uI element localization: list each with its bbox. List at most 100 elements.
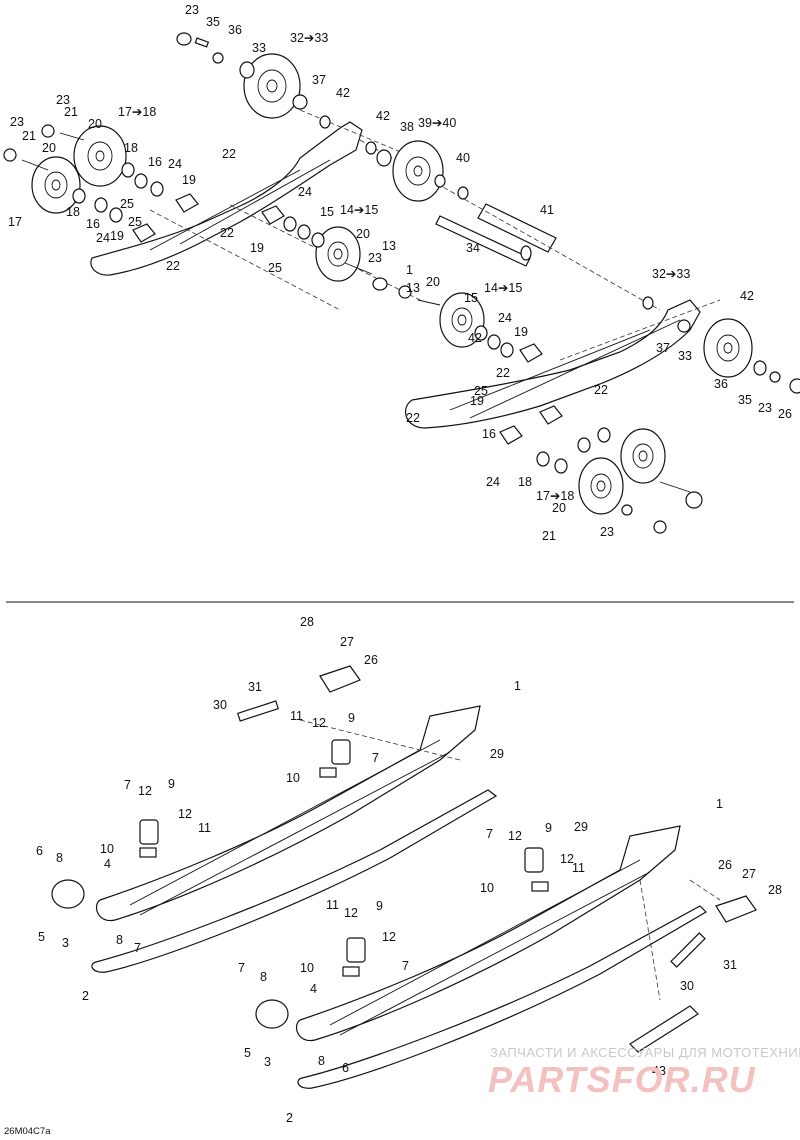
part-callout: 22 [594,383,608,397]
part-callout: 6 [36,844,43,858]
part-callout: 7 [372,751,379,765]
part-callout: 11 [290,709,303,723]
part-callout: 33 [678,349,692,363]
part-callout: 8 [56,851,63,865]
part-callout: 25 [128,215,142,229]
part-callout: 9 [545,821,552,835]
part-callout: 19 [182,173,196,187]
idler-wheel-17-right-upper [620,428,666,484]
part-callout: 26 [778,407,792,421]
watermark-line2: PARTSFOR.RU [488,1059,756,1100]
part-callout: 20 [552,501,566,515]
part-callout: 14➔15 [340,203,378,217]
part-callout: 25 [120,197,134,211]
part-callout: 1 [716,797,723,811]
part-callout: 15 [464,291,478,305]
idler-wheel-33-top [243,53,301,119]
part-callout: 8 [260,970,267,984]
part-callout: 24 [298,185,312,199]
part-callout: 6 [342,1061,349,1075]
part-callout: 9 [168,777,175,791]
part-callout: 18 [518,475,532,489]
idler-wheel-14-lower [439,292,485,348]
part-callout: 21 [64,105,78,119]
part-callout: 31 [723,958,737,972]
part-callout: 25 [268,261,282,275]
part-callout: 7 [402,959,409,973]
part-callout: 42 [376,109,390,123]
part-callout: 43 [652,1064,666,1078]
wear-strip-43 [629,1005,699,1053]
part-callout: 21 [22,129,36,143]
front-pads [51,879,289,1029]
part-callout: 7 [134,941,141,955]
part-callout: 13 [406,281,420,295]
part-callout: 12 [138,784,152,798]
part-callout: 25 [474,384,488,398]
part-callout: 30 [680,979,694,993]
part-callout: 24 [96,231,110,245]
idler-wheel-17-right-lower [578,457,624,515]
part-callout: 9 [376,899,383,913]
part-callout: 20 [88,117,102,131]
part-callout: 27 [340,635,354,649]
part-callout: 17➔18 [536,489,574,503]
part-callout: 1 [514,679,521,693]
part-callout: 42 [740,289,754,303]
part-callout: 10 [286,771,300,785]
part-callout: 20 [426,275,440,289]
shaft-34 [435,215,531,267]
part-callout: 4 [104,857,111,871]
idler-wheel-17-left-lower [31,156,81,214]
part-callout: 22 [406,411,420,425]
small-hardware-top [3,32,800,534]
part-callout: 20 [42,141,56,155]
upper-assembly [3,32,800,534]
lower-assembly [51,665,757,1089]
part-callout: 19 [470,394,484,408]
part-callout: 35 [738,393,752,407]
rail-frame-1-left [95,705,481,922]
axle-brackets [236,665,757,968]
part-callout: 41 [540,203,554,217]
part-callout: 28 [300,615,314,629]
part-callout: 40 [456,151,470,165]
right-rear-arm [404,299,701,429]
part-callout: 3 [62,936,69,950]
part-callout: 10 [300,961,314,975]
part-callout: 36 [714,377,728,391]
part-callout: 12 [382,930,396,944]
part-callout: 23 [368,251,382,265]
part-callout: 7 [124,778,131,792]
part-callout: 10 [480,881,494,895]
part-callout: 31 [248,680,262,694]
part-callout: 4 [310,982,317,996]
part-callout: 35 [206,15,220,29]
part-callout: 34 [466,241,480,255]
part-callout: 22 [496,366,510,380]
part-callout: 29 [490,747,504,761]
part-callout: 12 [178,807,192,821]
part-callout: 24 [486,475,500,489]
part-callout: 12 [508,829,522,843]
part-callout: 26 [718,858,732,872]
part-callout: 38 [400,120,414,134]
part-callout: 11 [326,898,339,912]
part-callout: 23 [185,3,199,17]
slide-rail-2-left [91,789,498,973]
part-callout: 19 [250,241,264,255]
part-callout: 32➔33 [652,267,690,281]
part-callout: 22 [166,259,180,273]
part-callout: 42 [336,86,350,100]
part-callout: 21 [542,529,556,543]
part-callout: 11 [572,861,585,875]
part-callout: 17 [8,215,22,229]
part-callout: 2 [286,1111,293,1125]
part-callout: 23 [600,525,614,539]
rubber-stoppers [139,739,549,977]
part-callout: 37 [312,73,326,87]
part-callout: 24 [168,157,182,171]
part-callout: 18 [124,141,138,155]
part-callout: 7 [238,961,245,975]
